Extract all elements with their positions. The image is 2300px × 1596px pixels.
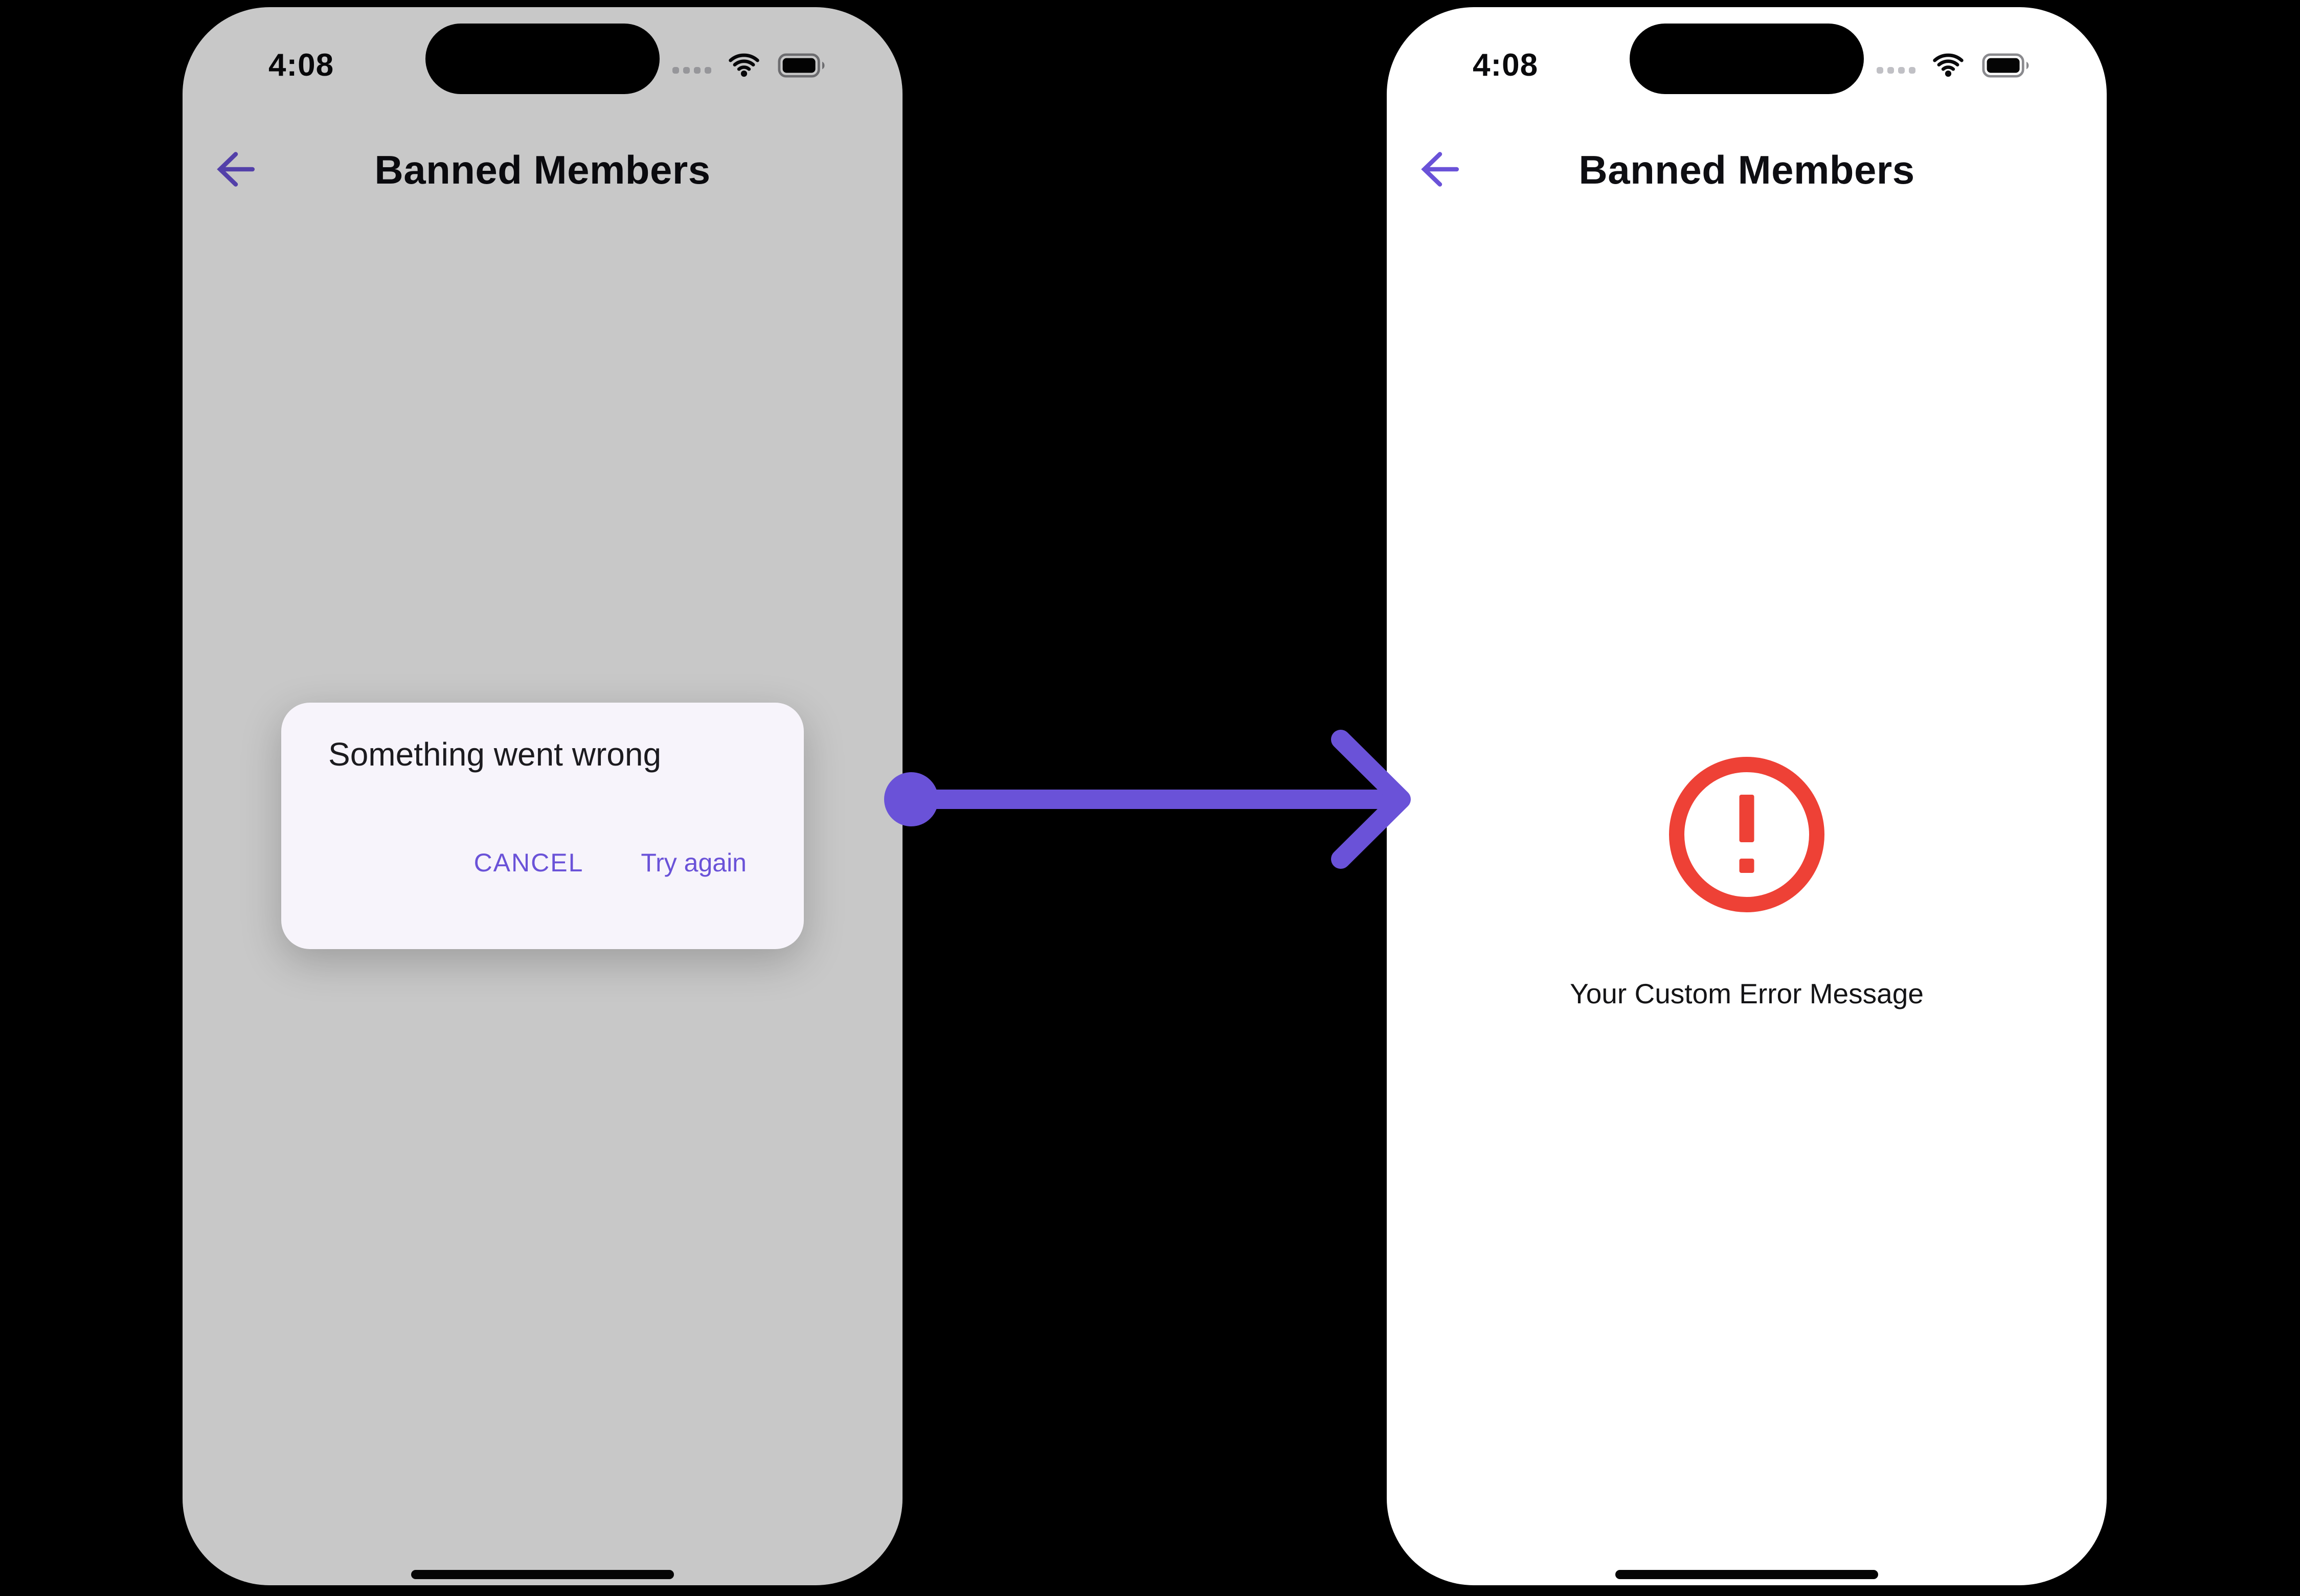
cellular-signal-icon bbox=[1877, 66, 1915, 74]
wifi-icon bbox=[1932, 53, 1965, 80]
wifi-icon bbox=[728, 53, 760, 80]
back-button[interactable] bbox=[205, 141, 261, 198]
battery-icon bbox=[777, 53, 828, 80]
arrow-left-icon bbox=[1414, 145, 1461, 195]
battery-icon bbox=[1981, 53, 2032, 80]
cancel-button[interactable]: CANCEL bbox=[473, 848, 584, 877]
try-again-button[interactable]: Try again bbox=[641, 848, 747, 877]
status-time: 4:08 bbox=[268, 48, 334, 83]
phone-screen-error-state: 4:08 bbox=[1387, 7, 2107, 1585]
phone-screen-dialog-state: 4:08 bbox=[183, 7, 903, 1585]
nav-header: Banned Members bbox=[1387, 129, 2107, 211]
error-circle-icon bbox=[1669, 757, 1824, 915]
status-time: 4:08 bbox=[1473, 48, 1539, 83]
error-state: Your Custom Error Message bbox=[1387, 757, 2107, 1010]
page-title: Banned Members bbox=[374, 147, 711, 192]
dialog-actions: CANCEL Try again bbox=[474, 848, 747, 878]
error-message: Your Custom Error Message bbox=[1570, 978, 1924, 1009]
arrow-left-icon bbox=[210, 145, 257, 195]
status-icons bbox=[672, 50, 828, 83]
dialog-title: Something went wrong bbox=[328, 736, 662, 773]
home-indicator[interactable] bbox=[411, 1570, 674, 1579]
home-indicator[interactable] bbox=[1615, 1570, 1878, 1579]
nav-header: Banned Members bbox=[183, 129, 903, 211]
status-icons bbox=[1877, 50, 2032, 83]
dynamic-island bbox=[425, 24, 660, 94]
cellular-signal-icon bbox=[672, 66, 711, 74]
back-button[interactable] bbox=[1409, 141, 1465, 198]
dynamic-island bbox=[1630, 24, 1864, 94]
page-title: Banned Members bbox=[1579, 147, 1915, 192]
error-dialog: Something went wrong CANCEL Try again bbox=[281, 703, 804, 949]
flow-arrow bbox=[869, 702, 1432, 901]
